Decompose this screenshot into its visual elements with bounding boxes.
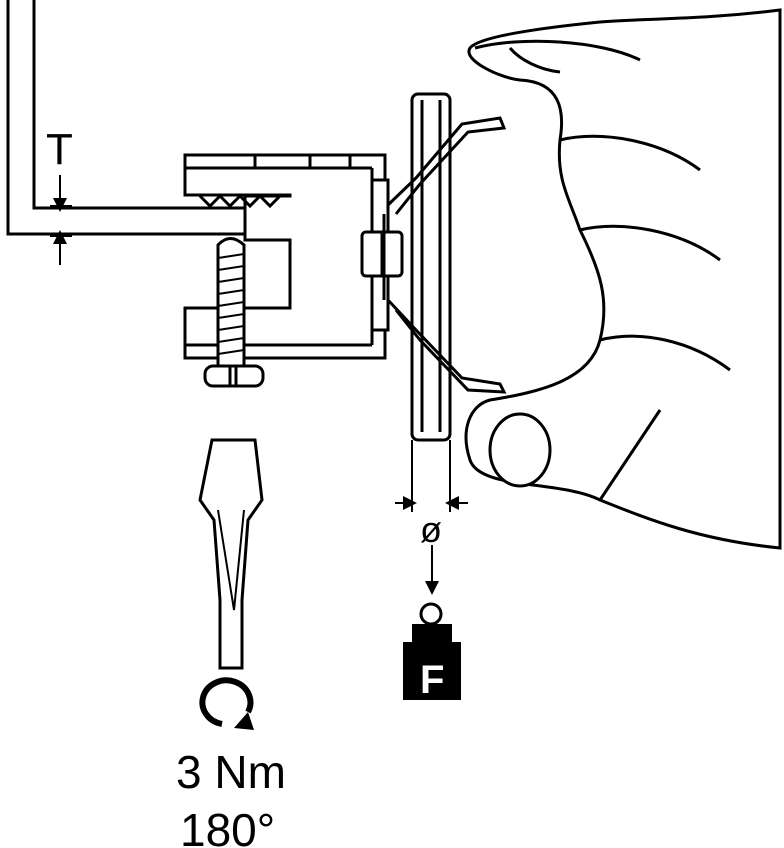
diameter-label: ø (420, 509, 442, 550)
clamping-screw (203, 237, 265, 388)
diameter-dimension (395, 440, 468, 595)
hand-illustration (464, 8, 782, 550)
torque-label: 3 Nm (176, 746, 286, 798)
force-label: F (420, 658, 444, 702)
rotation-arrow-icon (199, 677, 254, 730)
clamp-body (183, 153, 387, 360)
spring-clip (382, 116, 507, 394)
screwdriver (198, 438, 264, 670)
thickness-label: T (46, 125, 73, 174)
force-weight-icon (403, 602, 461, 700)
thickness-dimension (50, 175, 72, 265)
rotation-angle-label: 180° (180, 804, 275, 848)
